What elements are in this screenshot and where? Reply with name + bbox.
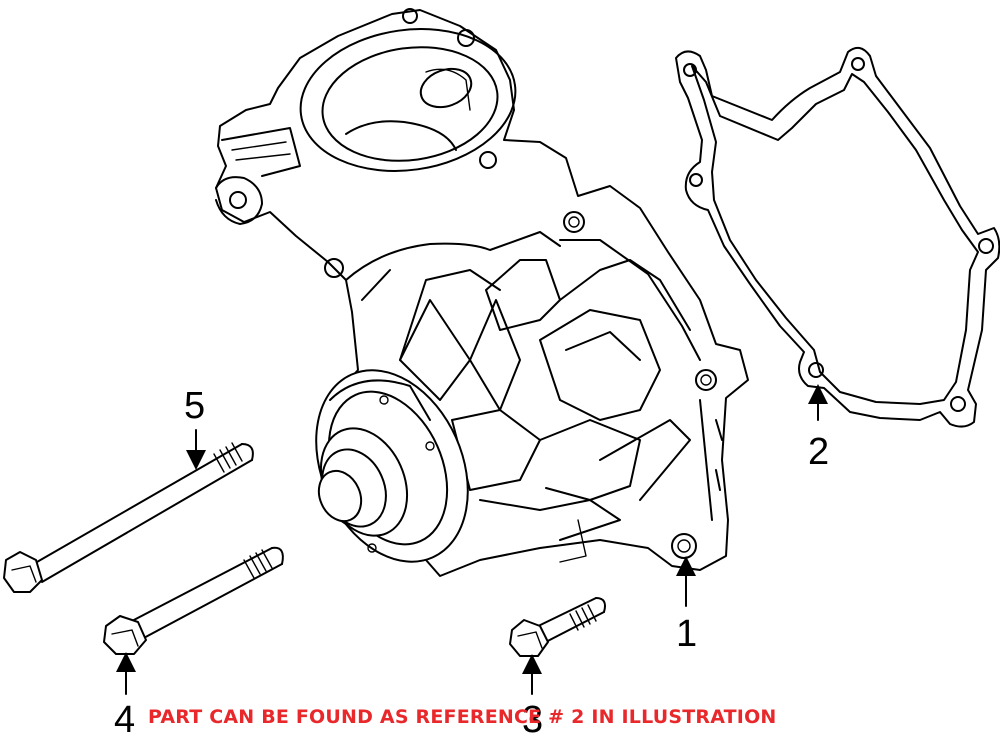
callout-2: 2: [808, 431, 829, 473]
callout-1: 1: [676, 613, 697, 655]
bolt-short: [509, 597, 606, 657]
bolt-long-lower: [103, 546, 284, 655]
callout-3: 3: [522, 699, 543, 738]
callout-4: 4: [114, 699, 135, 738]
water-pump-housing: [215, 8, 749, 577]
callout-5: 5: [184, 385, 205, 427]
pump-pulley-hub: [315, 369, 469, 563]
callout-leaders: [116, 384, 828, 695]
pump-gasket: [675, 46, 1000, 428]
reference-notice: PART CAN BE FOUND AS REFERENCE # 2 IN IL…: [148, 706, 777, 728]
bolt-long-upper: [3, 442, 254, 593]
